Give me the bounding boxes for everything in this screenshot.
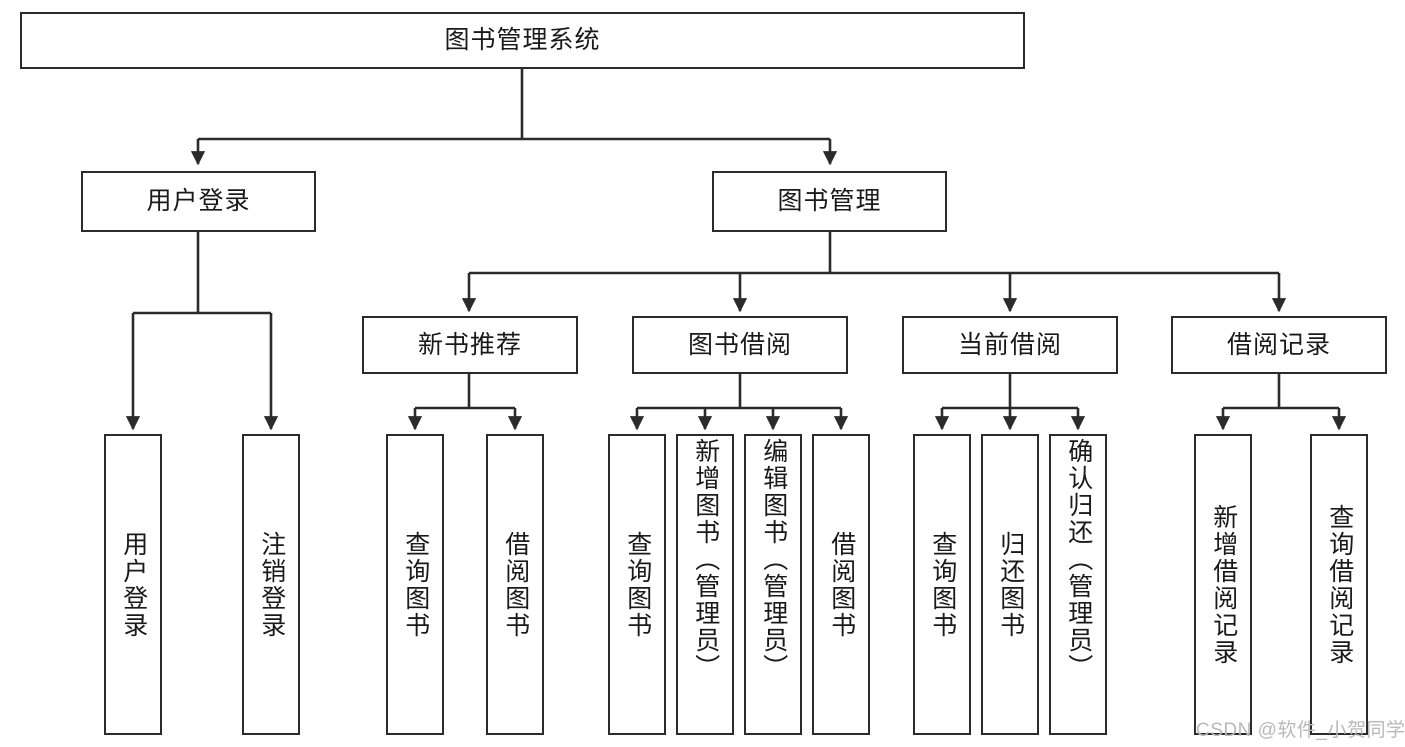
node-label: 当前借阅 <box>957 330 1062 359</box>
node-label: 借阅图书 <box>827 530 856 639</box>
node-label: 查询借阅记录 <box>1325 503 1354 666</box>
node-label: 新书推荐 <box>417 330 522 359</box>
node-label: 查询图书 <box>401 530 430 639</box>
node-book-management[interactable]: 图书管理 <box>712 171 947 232</box>
node-label: 查询图书 <box>623 530 652 639</box>
leaf-borrow-book[interactable]: 借阅图书 <box>812 434 870 735</box>
node-label: 查询图书 <box>928 530 957 639</box>
leaf-confirm-return-admin[interactable]: 确认归还（管理员） <box>1049 434 1107 735</box>
node-book-borrow[interactable]: 图书借阅 <box>632 316 848 374</box>
node-label: 图书管理系统 <box>444 26 601 55</box>
node-borrow-record[interactable]: 借阅记录 <box>1171 316 1387 374</box>
leaf-borrow-book-recommend[interactable]: 借阅图书 <box>486 434 544 735</box>
node-label: 编辑图书（管理员） <box>759 438 788 681</box>
leaf-add-borrow-record[interactable]: 新增借阅记录 <box>1194 434 1252 735</box>
leaf-user-login[interactable]: 用户登录 <box>104 434 162 735</box>
node-current-borrow[interactable]: 当前借阅 <box>902 316 1118 374</box>
leaf-query-book-borrow[interactable]: 查询图书 <box>608 434 666 735</box>
node-label: 图书管理 <box>777 187 882 216</box>
node-new-book-recommend[interactable]: 新书推荐 <box>362 316 578 374</box>
node-label: 借阅图书 <box>501 530 530 639</box>
csdn-watermark: CSDN @软件_小贺同学 <box>1196 720 1405 741</box>
node-label: 借阅记录 <box>1226 330 1331 359</box>
leaf-query-borrow-record[interactable]: 查询借阅记录 <box>1310 434 1368 735</box>
node-label: 注销登录 <box>257 530 286 639</box>
leaf-query-book-recommend[interactable]: 查询图书 <box>386 434 444 735</box>
node-label: 新增借阅记录 <box>1209 503 1238 666</box>
leaf-add-book-admin[interactable]: 新增图书（管理员） <box>676 434 734 735</box>
node-user-login[interactable]: 用户登录 <box>81 171 316 232</box>
node-label: 归还图书 <box>996 530 1025 639</box>
node-label: 用户登录 <box>119 530 148 639</box>
node-label: 图书借阅 <box>687 330 792 359</box>
node-label: 确认归还（管理员） <box>1064 438 1093 681</box>
leaf-query-book-current[interactable]: 查询图书 <box>913 434 971 735</box>
leaf-user-logout[interactable]: 注销登录 <box>242 434 300 735</box>
node-root-system[interactable]: 图书管理系统 <box>20 12 1025 69</box>
leaf-return-book[interactable]: 归还图书 <box>981 434 1039 735</box>
node-label: 新增图书（管理员） <box>691 438 720 681</box>
node-label: 用户登录 <box>146 187 251 216</box>
leaf-edit-book-admin[interactable]: 编辑图书（管理员） <box>744 434 802 735</box>
